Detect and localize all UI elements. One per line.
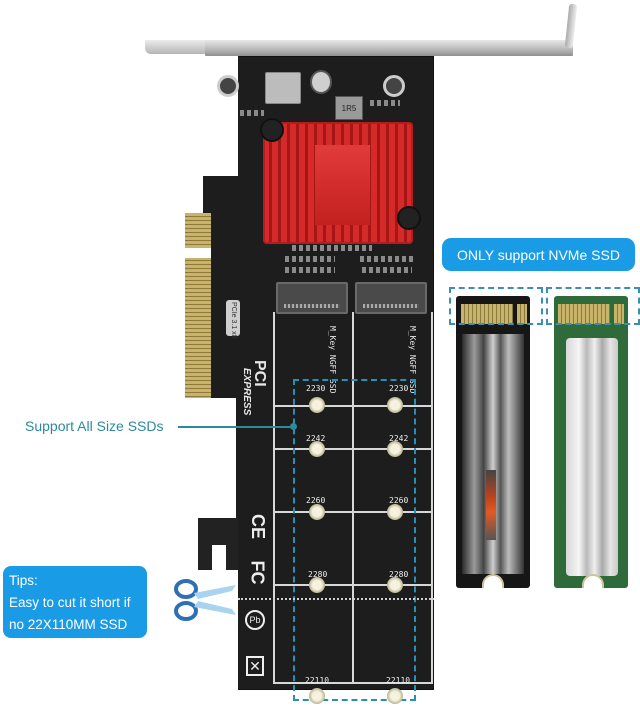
size-label-2230: 2230 [389,384,409,393]
heatsink-core [315,145,370,225]
pcie-gold-fingers [185,213,211,398]
smd-components [362,267,412,273]
nvme-only-callout: ONLY support NVMe SSD [442,238,635,271]
pcb-grid-line [273,584,433,586]
pcb-grid-line [273,312,275,682]
tips-callout: Tips: Easy to cut it short if no 22X110M… [3,566,147,638]
size-label-2230: 2230 [306,384,326,393]
scissors-icon [174,579,236,621]
ce-mark-icon: CE [248,513,269,540]
ssd-connector-fingers [614,304,624,324]
inductor-1r5: 1R5 [335,96,363,120]
ssd-mount-notch [582,574,604,588]
ssd-size-area-outline [293,379,416,701]
size-label-2242: 2242 [306,434,326,443]
standoff-hole [309,397,325,413]
mount-hole [383,75,405,97]
heatsink-pin [262,120,282,140]
pcb-grid-line [273,682,433,684]
pcb-grid-line [431,312,433,682]
ssd-mount-notch [482,574,504,588]
ssd-label-silver [566,338,618,576]
ssd-connector-fingers [517,304,527,324]
ssd-connector-fingers [461,304,513,324]
pci-logo-text: PCI [251,360,268,387]
pcb-grid-line [352,312,354,682]
pcb-grid-line [273,511,433,513]
standoff-hole [309,441,325,457]
smd-components [292,245,372,251]
standoff-hole [387,397,403,413]
size-label-2242: 2242 [389,434,409,443]
standoff-hole [387,441,403,457]
smd-components [285,267,335,273]
callout-connector-line [178,426,294,428]
pcb-tab-notch [212,545,226,570]
pcie-key-notch [185,248,211,258]
standoff-hole [309,577,325,593]
ssd-key-outline-left [449,287,543,325]
mount-hole [217,75,239,97]
size-label-2260: 2260 [306,496,326,505]
size-label-2280: 2280 [308,570,328,579]
fcc-mark-icon: FC [247,560,268,585]
cut-guide-line [238,598,434,600]
size-label-22110: 22110 [305,676,330,685]
standoff-hole [309,688,325,704]
size-label-22110: 22110 [386,676,411,685]
size-label-2260: 2260 [389,496,409,505]
express-logo-text: EXPRESS [241,368,252,416]
pcb-edge [203,176,215,216]
pcb-edge-cutout [208,56,238,176]
callout-connector-dot [290,423,297,430]
tips-title: Tips: [9,573,38,588]
lead-free-icon: Pb [245,610,265,630]
m2-slot-left [276,282,348,314]
standoff-hole [387,688,403,704]
smd-components [285,256,335,262]
pcb-grid-line [273,405,433,407]
inductor [265,72,301,104]
tips-line-1: Easy to cut it short if [9,595,131,610]
standoff-hole [387,504,403,520]
smd-components [360,256,415,262]
ssd-connector-fingers [558,304,610,324]
smd-components [370,100,400,106]
bracket-tab [145,40,215,54]
heatsink-pin [399,208,419,228]
pci-bracket [205,40,573,56]
weee-bin-icon: ✕ [246,656,264,676]
pcie-version-text: PCIe 3.1 x8 [230,302,237,339]
m2-slot-right [355,282,427,314]
bracket-clip [564,3,578,49]
ssd-key-outline-right [546,287,640,325]
size-label-2280: 2280 [389,570,409,579]
tips-line-2: no 22X110MM SSD [9,617,128,632]
smd-components [240,110,264,116]
standoff-hole [309,504,325,520]
pcb-grid-line [273,448,433,450]
pcb-edge-cutout [208,398,236,518]
ssd-label-accent [486,470,496,540]
standoff-hole [387,577,403,593]
all-sizes-callout: Support All Size SSDs [25,418,164,434]
capacitor [310,70,332,94]
pcie-version-badge [226,300,240,336]
